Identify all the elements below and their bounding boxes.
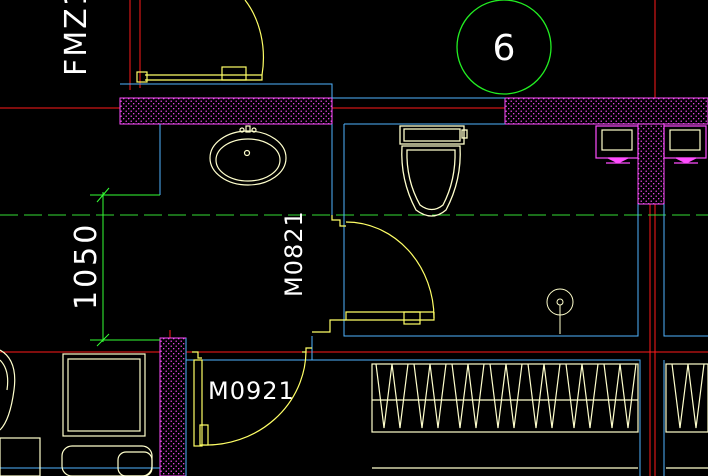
top-door-label: FMZ1: [59, 0, 94, 76]
sink-fixture: [209, 125, 287, 186]
wall-devices: [595, 125, 707, 164]
walls: [119, 97, 708, 476]
furniture-bottom-left: [0, 349, 153, 476]
axis-bubble-number: 6: [493, 28, 516, 69]
center-door-symbol: [312, 215, 435, 333]
top-door-symbol: [136, 0, 264, 83]
fixture-row-bottom: [371, 363, 708, 469]
toilet-fixture: [399, 125, 468, 217]
bottom-door-symbol: [192, 347, 312, 447]
floor-drain: [546, 288, 574, 334]
center-door-label: M0821: [280, 210, 308, 297]
bottom-door-label: M0921: [208, 377, 295, 405]
dimension-line: [90, 187, 160, 347]
room-outlines: [0, 83, 708, 476]
dimension-text: 1050: [69, 222, 104, 310]
axis-bubble-circle: [456, 0, 552, 95]
